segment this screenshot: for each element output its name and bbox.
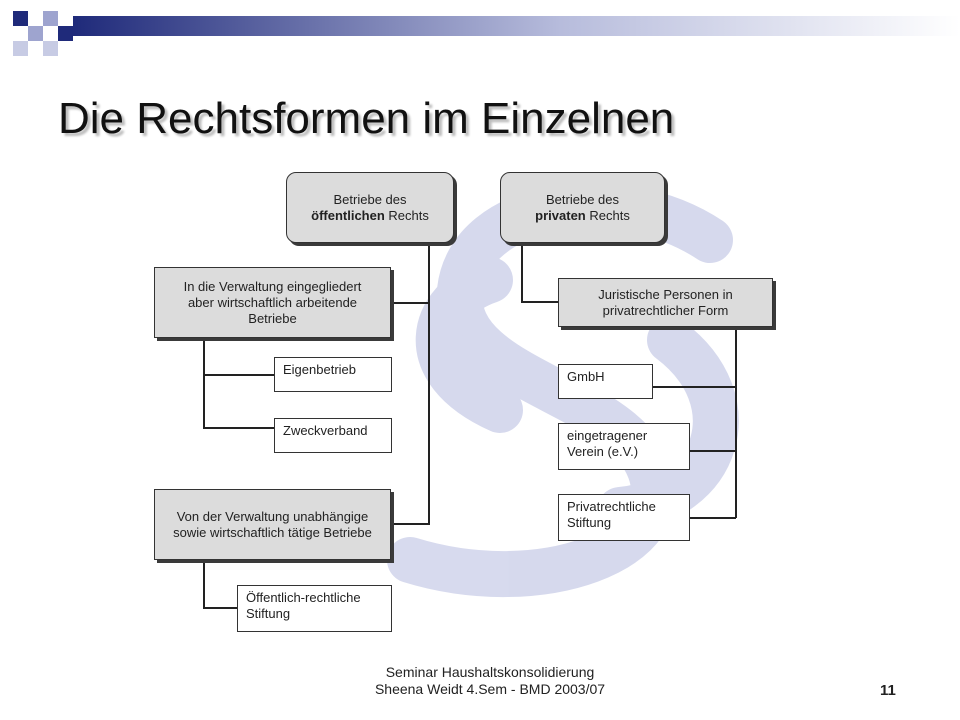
connector-line — [203, 427, 274, 429]
private-root-line1: Betriebe des — [546, 191, 619, 207]
connector-line — [203, 338, 205, 428]
header-square-dark — [13, 11, 28, 26]
oeffentliche-stiftung-line1: Öffentlich-rechtliche — [246, 590, 361, 605]
gmbh-node: GmbH — [558, 364, 653, 399]
public-root-line2: öffentlichen Rechts — [287, 208, 453, 224]
private-law-root-node: Betriebe des privaten Rechts — [500, 172, 665, 243]
private-stiftung-line2: Stiftung — [567, 515, 612, 530]
zweckverband-node: Zweckverband — [274, 418, 392, 453]
connector-line — [203, 560, 205, 608]
slide-footer: Seminar Haushaltskonsolidierung Sheena W… — [340, 664, 640, 698]
public-root-rest: Rechts — [384, 207, 429, 223]
private-branch-juristic-node: Juristische Personen in privatrechtliche… — [558, 278, 773, 327]
eigenbetrieb-label: Eigenbetrieb — [283, 362, 356, 377]
public-branch-independent-label: Von der Verwaltung unabhängige sowie wir… — [173, 508, 372, 540]
connector-line — [203, 607, 237, 609]
gmbh-label: GmbH — [567, 369, 605, 384]
public-branch-independent-node: Von der Verwaltung unabhängige sowie wir… — [154, 489, 391, 560]
connector-line — [690, 517, 736, 519]
connector-line — [203, 374, 274, 376]
zweckverband-label: Zweckverband — [283, 423, 368, 438]
public-branch-integrated-label: In die Verwaltung eingegliedert aber wir… — [183, 278, 362, 326]
public-branch-integrated-node: In die Verwaltung eingegliedert aber wir… — [154, 267, 391, 338]
private-root-line2: privaten Rechts — [501, 208, 664, 224]
private-root-bold: privaten — [535, 207, 586, 223]
oeffentliche-stiftung-line2: Stiftung — [246, 606, 291, 621]
footer-line2: Sheena Weidt 4.Sem - BMD 2003/07 — [374, 681, 606, 697]
connector-line — [690, 450, 736, 452]
connector-line — [653, 386, 736, 388]
private-stiftung-line1: Privatrechtliche — [567, 499, 656, 514]
public-law-root-node: Betriebe des öffentlichen Rechts — [286, 172, 454, 243]
oeffentliche-stiftung-node: Öffentlich-rechtliche Stiftung — [237, 585, 392, 632]
public-root-bold: öffentlichen — [311, 207, 385, 223]
header-square-light — [28, 26, 43, 41]
public-root-line1: Betriebe des — [333, 191, 407, 207]
connector-line — [735, 327, 737, 518]
eigenbetrieb-node: Eigenbetrieb — [274, 357, 392, 392]
connector-line — [521, 243, 523, 302]
private-root-rest: Rechts — [585, 207, 630, 223]
slide-title: Die Rechtsformen im Einzelnen — [58, 94, 675, 143]
connector-line — [428, 243, 430, 525]
page-number: 11 — [880, 682, 896, 699]
header-square-light — [43, 41, 58, 56]
paragraph-watermark-icon — [387, 182, 739, 598]
connector-line — [391, 523, 430, 525]
verein-node: eingetragener Verein (e.V.) — [558, 423, 690, 470]
private-branch-juristic-label: Juristische Personen in privatrechtliche… — [598, 286, 733, 318]
footer-line1: Seminar Haushaltskonsolidierung — [385, 664, 595, 680]
header-square-dark — [58, 26, 73, 41]
private-stiftung-node: Privatrechtliche Stiftung — [558, 494, 690, 541]
connector-line — [391, 302, 430, 304]
verein-line2: Verein (e.V.) — [567, 444, 639, 459]
header-square-light — [13, 41, 28, 56]
verein-line1: eingetragener — [567, 428, 648, 443]
header-gradient-bar — [73, 16, 960, 36]
header-square-light — [43, 11, 58, 26]
connector-line — [521, 301, 558, 303]
